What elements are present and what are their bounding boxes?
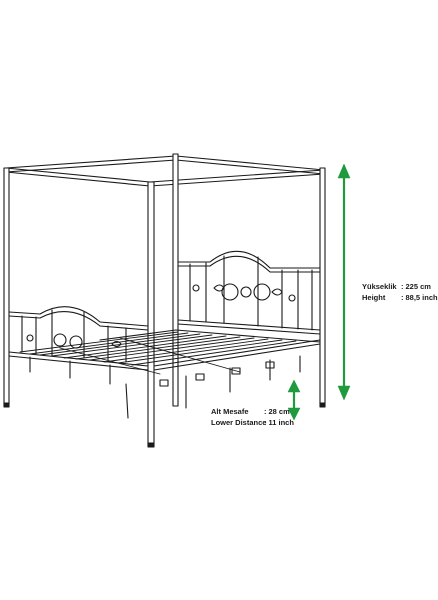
- bed-slats: [19, 331, 297, 375]
- lower-distance-value-inch: 11 inch: [268, 418, 294, 427]
- headboard: [177, 250, 321, 335]
- lower-distance-spec: Alt Mesafe:28 cm Lower Distance:11 inch: [211, 406, 294, 428]
- height-arrow-icon: [337, 163, 351, 401]
- bed-posts: [3, 153, 326, 448]
- height-value-inch: 88,5 inch: [405, 293, 438, 302]
- canopy-bed-drawing: [3, 153, 351, 448]
- height-spec-tr-row: Yükseklik:225 cm: [362, 282, 431, 291]
- height-value-cm: 225 cm: [405, 282, 431, 291]
- lower-spec-en-row: Lower Distance:11 inch: [211, 418, 294, 427]
- height-spec-en-row: Height:88,5 inch: [362, 293, 438, 302]
- lower-distance-arrow-icon: [287, 379, 301, 421]
- lower-distance-label-en: Lower Distance: [211, 418, 267, 427]
- height-label-en: Height: [362, 293, 386, 302]
- height-spec: Yükseklik:225 cm Height:88,5 inch: [362, 281, 438, 303]
- lower-distance-value-cm: 28 cm: [268, 407, 290, 416]
- lower-distance-label-tr: Alt Mesafe: [211, 407, 249, 416]
- bed-legs: [29, 355, 301, 419]
- canopy-frame: [5, 155, 325, 187]
- height-label-tr: Yükseklik: [362, 282, 397, 291]
- lower-spec-tr-row: Alt Mesafe:28 cm: [211, 407, 290, 416]
